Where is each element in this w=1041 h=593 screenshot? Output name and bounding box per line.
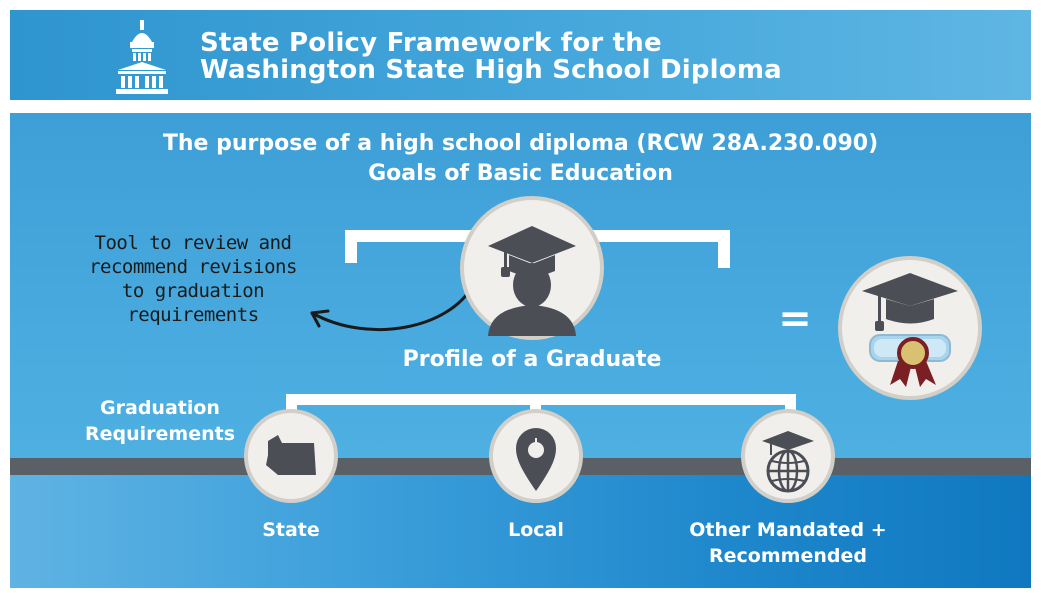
other-label-line-2: Recommended xyxy=(709,545,867,567)
other-label: Other Mandated + Recommended xyxy=(668,517,908,569)
state-circle xyxy=(244,409,338,503)
diploma-cap-ribbon-icon xyxy=(862,273,958,387)
title-banner: State Policy Framework for the Washingto… xyxy=(10,10,1031,100)
title-line-2: Washington State High School Diploma xyxy=(200,55,782,85)
local-label: Local xyxy=(508,519,564,541)
equals-sign: = xyxy=(778,296,812,342)
title-line-1: State Policy Framework for the xyxy=(200,28,662,58)
local-circle xyxy=(489,409,583,503)
framework-panel: The purpose of a high school diploma (RC… xyxy=(10,113,1031,588)
other-label-line-1: Other Mandated + xyxy=(689,519,887,541)
tool-note-line-1: Tool to review and xyxy=(94,232,292,254)
graduation-requirements-label: Graduation Requirements xyxy=(80,395,240,447)
profile-label: Profile of a Graduate xyxy=(402,347,662,372)
graduation-requirements-line-1: Graduation xyxy=(100,397,220,419)
profile-circle xyxy=(460,196,604,340)
tool-note-line-4: requirements xyxy=(127,304,259,326)
arrow-to-note xyxy=(310,283,475,332)
diploma-circle xyxy=(838,256,982,400)
tool-note-line-2: recommend revisions xyxy=(89,256,297,278)
other-circle xyxy=(741,409,835,503)
purpose-line-2: Goals of Basic Education xyxy=(368,161,673,186)
purpose-heading: The purpose of a high school diploma (RC… xyxy=(10,129,1031,189)
apple-location-pin-icon xyxy=(516,428,556,491)
diagram-graphics xyxy=(244,196,982,503)
page-title: State Policy Framework for the Washingto… xyxy=(200,30,782,84)
capitol-building-icon xyxy=(116,20,168,94)
state-label: State xyxy=(262,519,320,541)
bottom-bracket xyxy=(286,394,796,424)
tool-note-line-3: to graduation xyxy=(121,280,265,302)
globe-graduation-cap-icon xyxy=(762,431,814,493)
tool-note: Tool to review and recommend revisions t… xyxy=(73,231,313,327)
washington-state-map-icon xyxy=(266,435,316,475)
purpose-line-1: The purpose of a high school diploma (RC… xyxy=(162,131,879,156)
graduate-avatar-icon xyxy=(488,226,576,336)
graduation-requirements-line-2: Requirements xyxy=(84,423,235,445)
